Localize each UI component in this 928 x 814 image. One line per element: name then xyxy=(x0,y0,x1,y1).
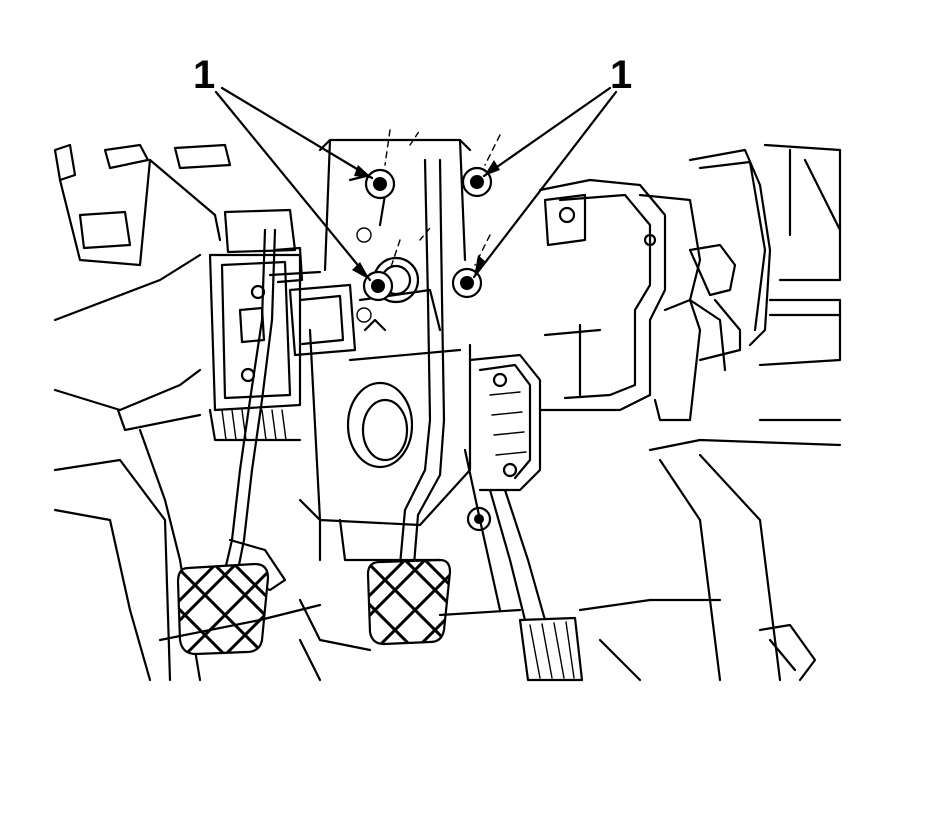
arrowhead-left-upper xyxy=(354,165,372,178)
brake-pedal xyxy=(366,158,452,646)
leader-right-upper xyxy=(482,86,612,178)
callout-leaders xyxy=(214,86,618,282)
accelerator-pedal-pad xyxy=(518,616,584,682)
nut-small-left xyxy=(356,227,372,323)
pedal-support-bracket xyxy=(298,138,472,562)
studs xyxy=(384,129,501,271)
arrowhead-right-upper xyxy=(484,160,500,176)
leader-right-lower xyxy=(472,90,618,279)
leader-left-upper xyxy=(220,86,374,180)
floor-outline xyxy=(158,448,722,682)
accelerator-pedal xyxy=(468,353,584,682)
clutch-pedal xyxy=(176,228,287,656)
leader-left-lower xyxy=(214,90,372,282)
callout-label-left: 1 xyxy=(193,53,216,97)
arrowhead-right-lower xyxy=(474,255,486,277)
right-trim-outline xyxy=(648,143,842,682)
callout-label-right: 1 xyxy=(610,53,633,97)
nut-upper-left xyxy=(364,168,396,200)
nut-lower-left xyxy=(362,270,394,302)
arrowhead-left-lower xyxy=(352,262,370,280)
right-duct-bracket xyxy=(538,178,727,422)
clutch-switch-assembly xyxy=(208,208,357,442)
